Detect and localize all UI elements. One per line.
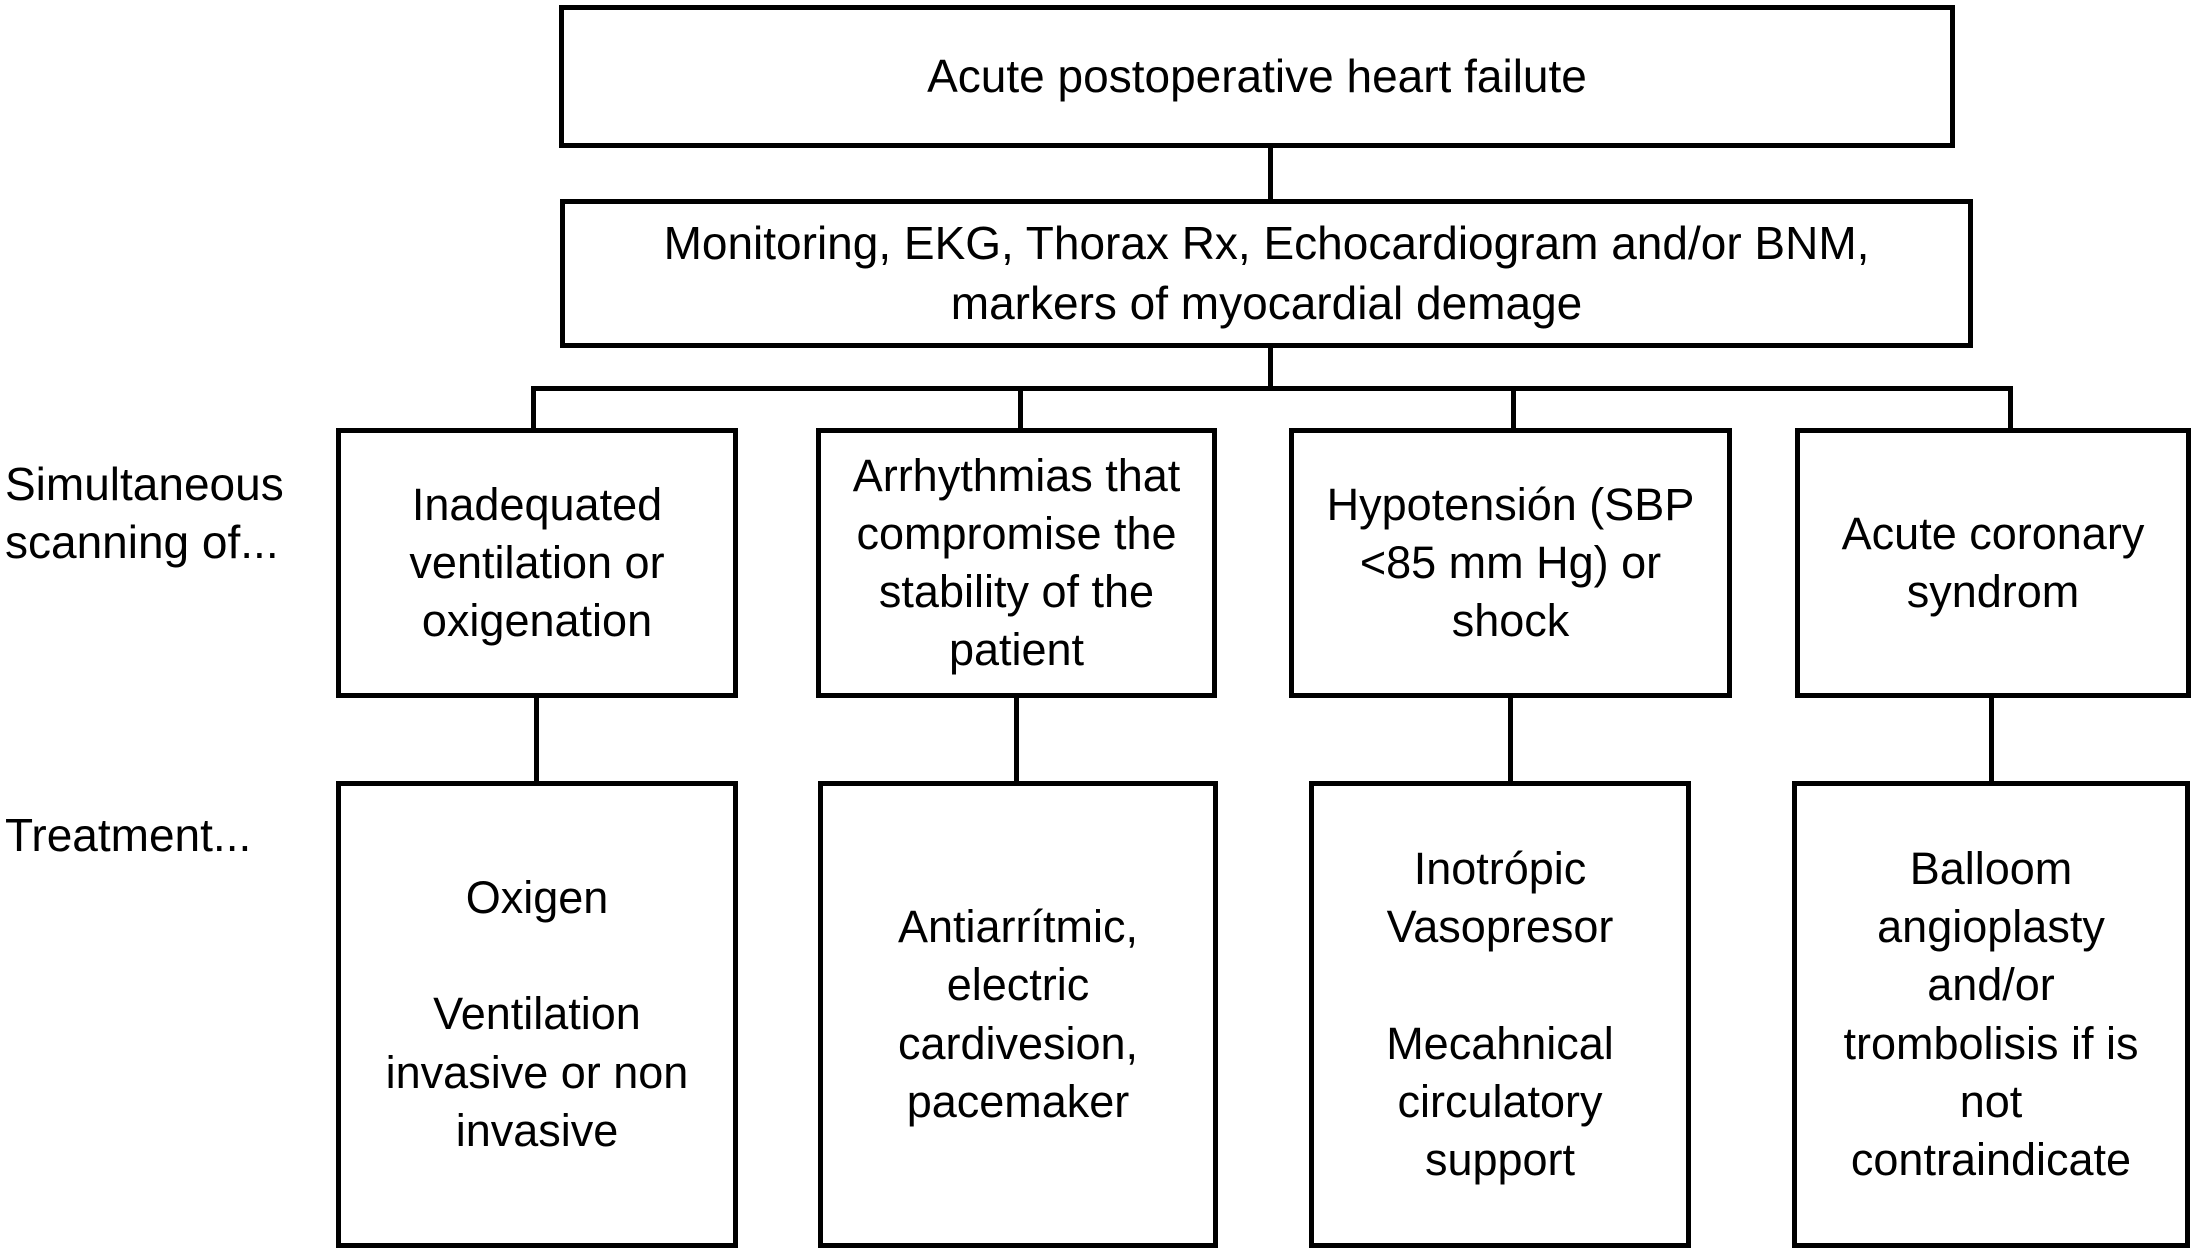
connector-drop-coronary — [2008, 386, 2013, 432]
connector-hypotension-to-treatment — [1508, 694, 1513, 784]
row-label-treatment: Treatment... — [5, 809, 252, 861]
node-treatment-oxygen-ventilation: Oxigen Ventilation invasive or non invas… — [336, 781, 738, 1248]
node-acute-postoperative-heart-failure: Acute postoperative heart failute — [559, 5, 1955, 148]
connector-root-to-workup — [1268, 148, 1273, 201]
node-condition-hypotension-shock: Hypotensión (SBP <85 mm Hg) or shock — [1289, 428, 1732, 698]
connector-drop-ventilation — [531, 386, 536, 432]
node-treatment-inotropic-mechanical-support: Inotrópic Vasopresor Mecahnical circulat… — [1309, 781, 1691, 1248]
connector-ventilation-to-treatment — [534, 694, 539, 784]
connector-drop-arrhythmias — [1018, 386, 1023, 432]
node-treatment-balloon-angioplasty-thrombolysis: Balloom angioplasty and/or trombolisis i… — [1792, 781, 2190, 1248]
connector-arrhythmias-to-treatment — [1014, 694, 1019, 784]
connector-coronary-to-treatment — [1989, 694, 1994, 784]
node-condition-acute-coronary-syndrome: Acute coronary syndrom — [1795, 428, 2191, 698]
connector-workup-stem — [1268, 348, 1273, 390]
row-label-simultaneous-scanning: Simultaneous scanning of... — [5, 458, 284, 569]
node-treatment-antiarrhythmic-pacemaker: Antiarrítmic, electric cardivesion, pace… — [818, 781, 1218, 1248]
node-condition-arrhythmias: Arrhythmias that compromise the stabilit… — [816, 428, 1217, 698]
connector-branch-horizontal — [531, 386, 2013, 391]
node-condition-inadequate-ventilation: Inadequated ventilation or oxigenation — [336, 428, 738, 698]
node-monitoring-workup: Monitoring, EKG, Thorax Rx, Echocardiogr… — [560, 199, 1973, 348]
connector-drop-hypotension — [1511, 386, 1516, 432]
